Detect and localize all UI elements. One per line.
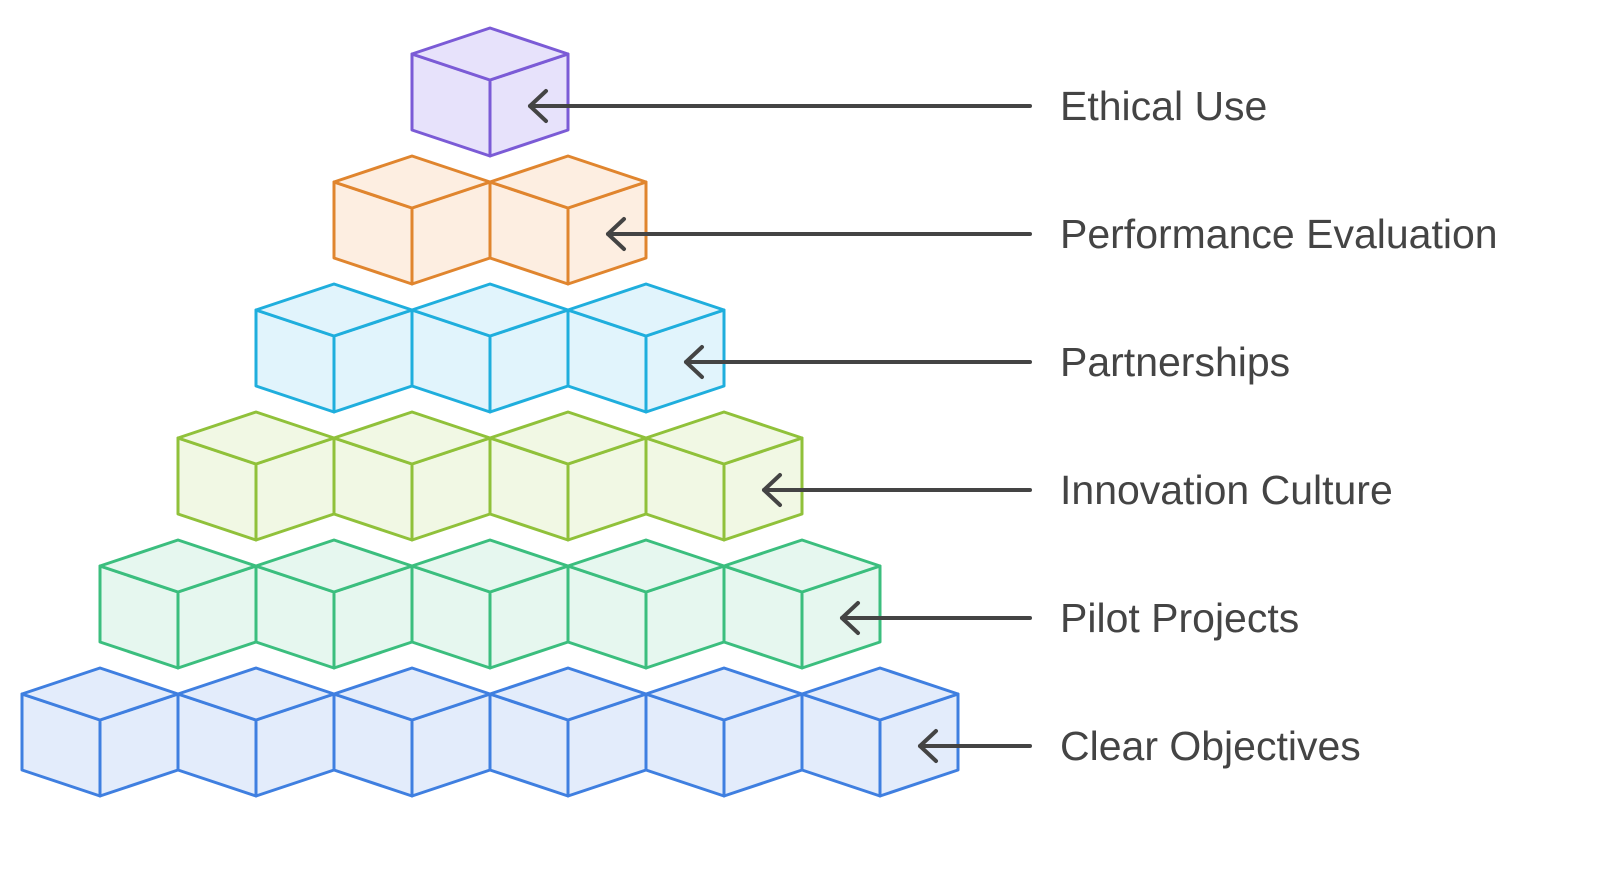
arrow-performance-evaluation	[606, 217, 1032, 251]
cube	[332, 666, 492, 798]
cube-row-innovation-culture	[176, 410, 804, 542]
cube-row-pilot-projects	[98, 538, 882, 670]
cube-top-face	[410, 26, 570, 82]
cube	[410, 26, 570, 158]
cube	[644, 666, 804, 798]
arrow-clear-objectives	[918, 729, 1032, 763]
level-label-ethical-use: Ethical Use	[1060, 83, 1267, 129]
level-label-partnerships: Partnerships	[1060, 339, 1290, 385]
level-label-pilot-projects: Pilot Projects	[1060, 595, 1299, 641]
cube-row-partnerships	[254, 282, 726, 414]
cube	[254, 538, 414, 670]
cube-top-face	[566, 282, 726, 338]
cube	[176, 666, 336, 798]
level-label-innovation-culture: Innovation Culture	[1060, 467, 1393, 513]
cube-row-performance-evaluation	[332, 154, 648, 286]
arrow-head	[606, 217, 626, 251]
arrow-partnerships	[684, 345, 1032, 379]
cube	[566, 538, 726, 670]
arrow-innovation-culture	[762, 473, 1032, 507]
cube	[20, 666, 180, 798]
level-label-performance-evaluation: Performance Evaluation	[1060, 211, 1498, 257]
cube-top-face	[488, 154, 648, 210]
cube	[176, 410, 336, 542]
level-labels: Ethical Use Performance Evaluation Partn…	[1060, 83, 1498, 769]
pyramid-cubes	[20, 26, 960, 798]
arrow-head	[528, 89, 548, 123]
cube	[410, 282, 570, 414]
cube	[488, 154, 648, 286]
cube	[254, 282, 414, 414]
arrow-head	[918, 729, 938, 763]
arrow-head	[762, 473, 782, 507]
arrow-ethical-use	[528, 89, 1032, 123]
cube	[488, 666, 648, 798]
arrow-pilot-projects	[840, 601, 1032, 635]
level-label-clear-objectives: Clear Objectives	[1060, 723, 1361, 769]
cube	[488, 410, 648, 542]
arrow-head	[840, 601, 860, 635]
cube	[410, 538, 570, 670]
cube-row-ethical-use	[410, 26, 570, 158]
cube-top-face	[800, 666, 960, 722]
arrow-head	[684, 345, 704, 379]
cube	[98, 538, 258, 670]
cube-row-clear-objectives	[20, 666, 960, 798]
cube-top-face	[722, 538, 882, 594]
cube	[644, 410, 804, 542]
cube	[332, 154, 492, 286]
label-arrows	[528, 89, 1032, 763]
cube-top-face	[644, 410, 804, 466]
cube	[566, 282, 726, 414]
cube	[332, 410, 492, 542]
